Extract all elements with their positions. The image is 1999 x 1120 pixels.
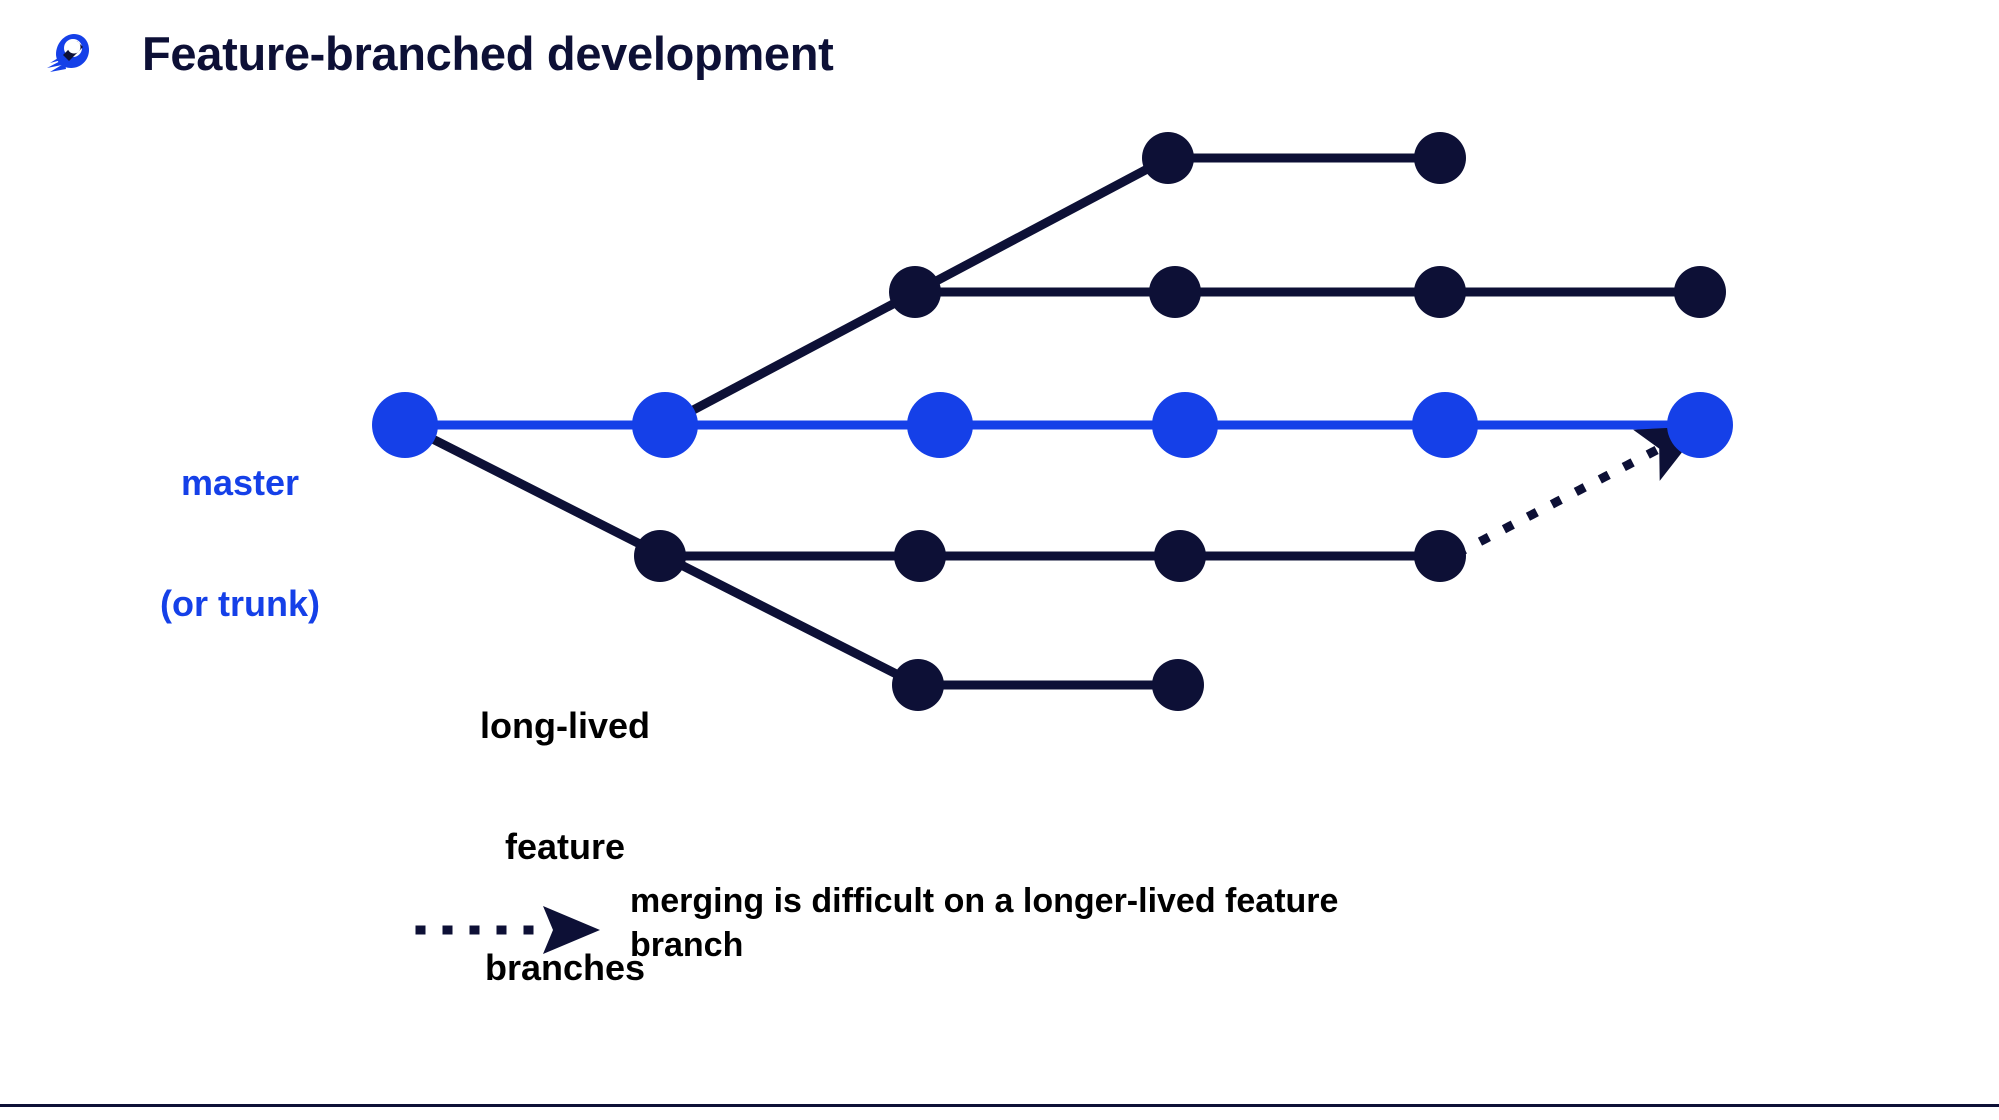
slide-bottom-divider <box>0 1104 1999 1107</box>
commit-node-master[interactable] <box>907 392 973 458</box>
branches-label-line3: branches <box>484 946 646 988</box>
branches-label-line2: feature <box>504 825 626 867</box>
feature-branches-label: long-lived feature branches <box>455 625 675 1068</box>
legend-caption: merging is difficult on a longer-lived f… <box>630 880 1590 967</box>
commit-node[interactable] <box>634 530 686 582</box>
commit-nodes-top-feature <box>1142 132 1466 184</box>
commit-nodes-upper-feature <box>889 266 1726 318</box>
commit-node[interactable] <box>894 530 946 582</box>
commit-nodes-lower-feature <box>634 530 1466 582</box>
master-branch-label: master (or trunk) <box>120 382 360 705</box>
commit-node-master[interactable] <box>1152 392 1218 458</box>
commit-node[interactable] <box>1154 530 1206 582</box>
branch-rails <box>405 153 1700 690</box>
legend-line1: merging is difficult on a longer-lived f… <box>630 882 1339 920</box>
commit-node-master[interactable] <box>632 392 698 458</box>
commit-node[interactable] <box>889 266 941 318</box>
commit-node[interactable] <box>1149 266 1201 318</box>
arrowhead-icon <box>543 906 600 954</box>
legend-arrow-group <box>415 906 600 954</box>
commit-node[interactable] <box>1414 530 1466 582</box>
commit-node[interactable] <box>1142 132 1194 184</box>
master-label-line1: master <box>180 461 300 503</box>
commit-node-master[interactable] <box>372 392 438 458</box>
rocket-icon <box>47 34 89 72</box>
commit-node[interactable] <box>1414 266 1466 318</box>
merge-arrow <box>1453 426 1703 559</box>
commit-nodes-master <box>372 392 1733 458</box>
commit-node[interactable] <box>1152 659 1204 711</box>
page-title: Feature-branched development <box>142 27 834 80</box>
master-label-line2: (or trunk) <box>160 582 320 624</box>
slide-header: Feature-branched development <box>0 0 1999 105</box>
legend-line2: branch <box>630 925 744 964</box>
branches-label-line1: long-lived <box>480 704 650 746</box>
commit-node[interactable] <box>892 659 944 711</box>
commit-node[interactable] <box>1414 132 1466 184</box>
commit-nodes-bottom-feature <box>892 659 1204 711</box>
commit-node-master[interactable] <box>1667 392 1733 458</box>
commit-node-master[interactable] <box>1412 392 1478 458</box>
commit-node[interactable] <box>1674 266 1726 318</box>
